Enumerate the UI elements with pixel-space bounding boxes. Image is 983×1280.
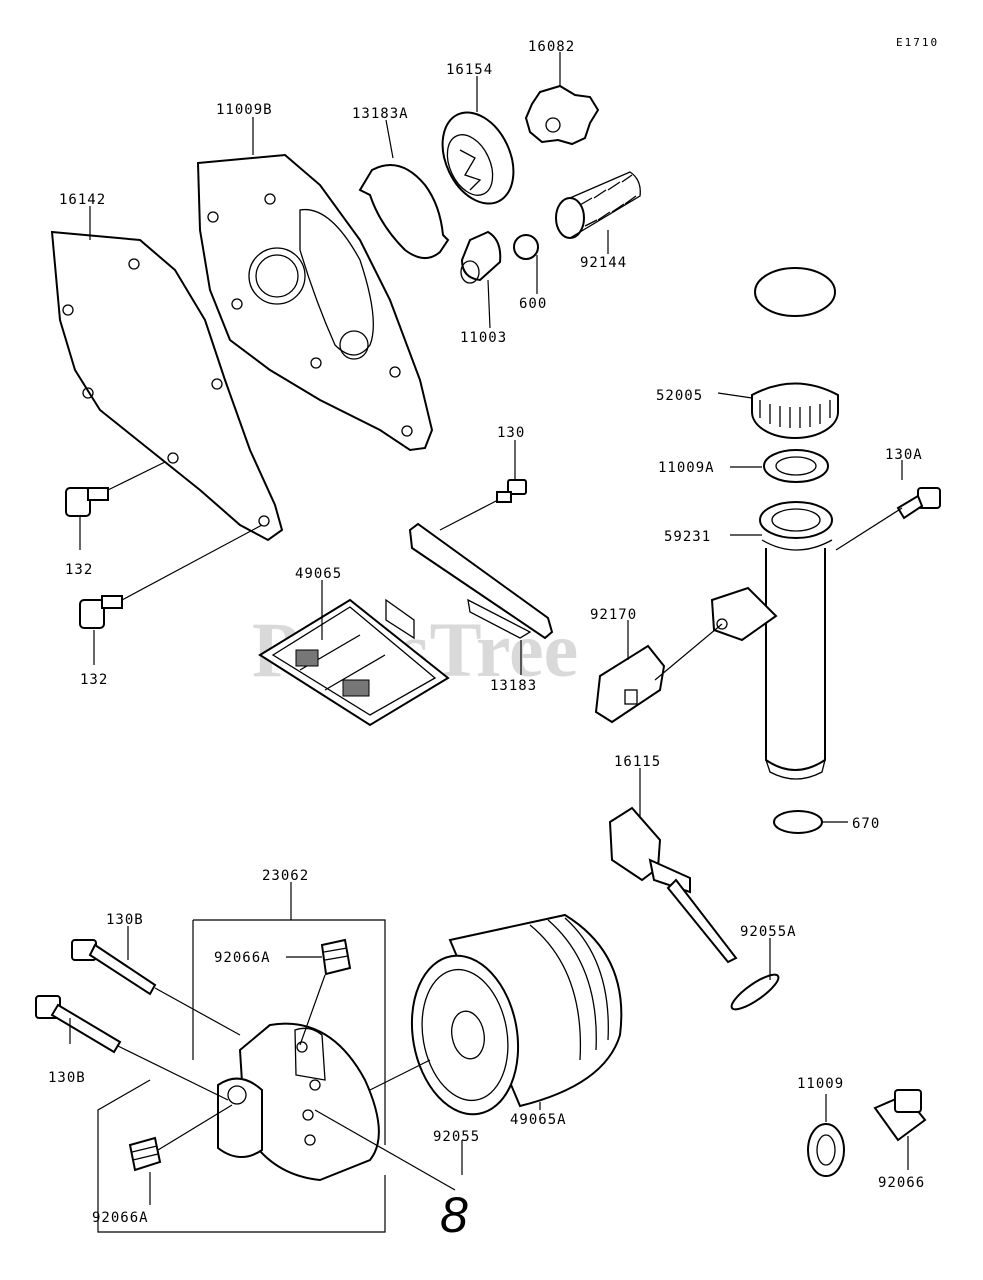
callout-59231[interactable]: 59231 — [664, 529, 711, 545]
callout-92066a-lower[interactable]: 92066A — [92, 1210, 149, 1226]
callout-92066a-upper[interactable]: 92066A — [214, 950, 271, 966]
callout-16082[interactable]: 16082 — [528, 39, 575, 55]
callout-11009[interactable]: 11009 — [797, 1076, 844, 1092]
part-92066-plug[interactable] — [873, 1089, 927, 1142]
part-11003-bushing[interactable] — [460, 230, 502, 284]
callout-92170[interactable]: 92170 — [590, 607, 637, 623]
part-92144-spring[interactable] — [555, 171, 641, 239]
part-92055a-o-ring[interactable] — [727, 969, 782, 1014]
diagram-code: E1710 — [896, 36, 939, 49]
part-16154-rotor[interactable] — [429, 101, 528, 215]
callout-11009a[interactable]: 11009A — [658, 460, 715, 476]
callout-92066[interactable]: 92066 — [878, 1175, 925, 1191]
callout-92055[interactable]: 92055 — [433, 1129, 480, 1145]
callout-13183[interactable]: 13183 — [490, 678, 537, 694]
part-92066a-plug-upper[interactable] — [320, 938, 352, 976]
callout-11003[interactable]: 11003 — [460, 330, 507, 346]
callout-130a[interactable]: 130A — [885, 447, 923, 463]
part-92066a-plug-lower[interactable] — [128, 1136, 162, 1172]
part-16115-dipstick[interactable] — [608, 806, 738, 964]
part-23062-pump-housing[interactable] — [217, 1022, 380, 1182]
part-16142-gasket[interactable] — [50, 230, 284, 542]
part-16082-inner-rotor[interactable] — [524, 84, 600, 146]
part-52005-cap[interactable] — [751, 266, 839, 439]
part-132-bolt-lower[interactable] — [79, 595, 123, 629]
callout-49065a[interactable]: 49065A — [510, 1112, 567, 1128]
callout-600[interactable]: 600 — [519, 296, 547, 312]
part-13183-bracket[interactable] — [408, 522, 554, 640]
callout-92055a[interactable]: 92055A — [740, 924, 797, 940]
leader-lines — [69, 52, 909, 1233]
part-132-bolt-upper[interactable] — [65, 487, 109, 517]
callout-11009b[interactable]: 11009B — [216, 102, 273, 118]
callout-13183a[interactable]: 13183A — [352, 106, 409, 122]
callout-16142[interactable]: 16142 — [59, 192, 106, 208]
callout-130b-lower[interactable]: 130B — [48, 1070, 86, 1086]
callout-130b-upper[interactable]: 130B — [106, 912, 144, 928]
part-11009b-plate[interactable] — [196, 153, 434, 452]
o-ring-8-symbol: 8 — [440, 1187, 468, 1243]
part-49065-strainer[interactable] — [258, 598, 450, 727]
callout-16154[interactable]: 16154 — [446, 62, 493, 78]
part-92170-clip[interactable] — [594, 644, 666, 724]
part-59231-filler-tube[interactable] — [710, 501, 833, 780]
callout-23062[interactable]: 23062 — [262, 868, 309, 884]
callout-16115[interactable]: 16115 — [614, 754, 661, 770]
callout-132-lower[interactable]: 132 — [80, 672, 108, 688]
part-130b-bolt-lower[interactable] — [35, 995, 122, 1054]
callout-52005[interactable]: 52005 — [656, 388, 703, 404]
part-11009a-washer[interactable] — [763, 449, 829, 483]
callout-92144[interactable]: 92144 — [580, 255, 627, 271]
callout-130[interactable]: 130 — [497, 425, 525, 441]
callout-670[interactable]: 670 — [852, 816, 880, 832]
part-13183a-cover[interactable] — [358, 164, 450, 259]
part-600-ball[interactable] — [513, 234, 539, 260]
callout-132-upper[interactable]: 132 — [65, 562, 93, 578]
part-670-o-ring[interactable] — [773, 810, 823, 834]
part-49065a-oil-filter[interactable] — [400, 913, 623, 1123]
part-130-bolt[interactable] — [496, 479, 527, 503]
part-11009-washer[interactable] — [807, 1123, 845, 1177]
callout-49065[interactable]: 49065 — [295, 566, 342, 582]
part-130a-bolt[interactable] — [896, 487, 941, 520]
part-130b-bolt-upper[interactable] — [71, 939, 157, 996]
